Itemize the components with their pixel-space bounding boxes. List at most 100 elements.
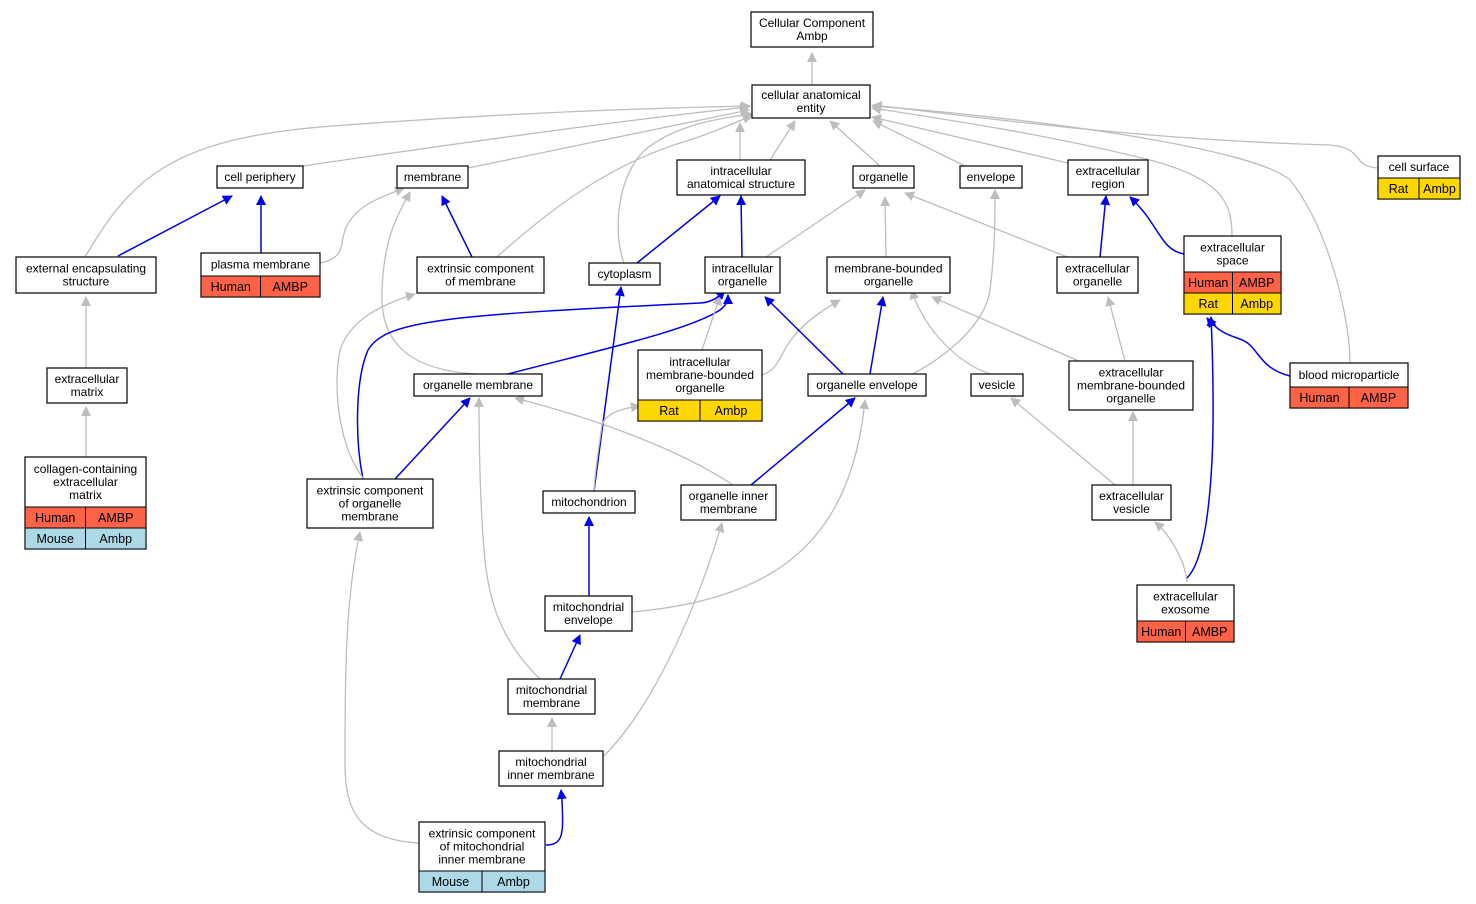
edge-gray-25: [381, 191, 479, 375]
gene-symbol: Ambp: [1423, 182, 1456, 196]
node-box: [544, 595, 633, 632]
node-label-line: mitochondrion: [551, 495, 626, 509]
node-box: [676, 159, 806, 196]
node-label-line: organelle: [718, 275, 768, 289]
edge-gray-53: [474, 397, 541, 680]
node-membrane[interactable]: membrane: [396, 165, 469, 189]
node-box: [680, 484, 777, 521]
species-name: Rat: [1389, 182, 1409, 196]
node-label-line: external encapsulating: [26, 262, 146, 276]
node-box: [46, 367, 128, 404]
edge-gray-16: [84, 101, 751, 258]
edge-gray-44: [336, 291, 416, 480]
node-organelle[interactable]: organelle: [852, 165, 915, 189]
edge-blue-9: [1129, 196, 1185, 255]
gene-symbol: AMBP: [1361, 391, 1396, 405]
gene-cell: [1232, 292, 1282, 315]
species-name: Human: [1141, 625, 1181, 639]
edge-gray-55: [588, 522, 725, 770]
node-label-line: cell surface: [1389, 160, 1450, 174]
node-box: [826, 256, 951, 294]
node-label-line: intracellular: [712, 262, 773, 276]
node-cell-periphery[interactable]: cell periphery: [216, 165, 304, 189]
node-label-line: extracellular: [53, 475, 118, 489]
node-label-line: membrane-bounded: [1077, 379, 1185, 393]
node-label-line: extracellular: [1200, 241, 1265, 255]
node-mitochondrion[interactable]: mitochondrion: [542, 490, 636, 514]
node-label-line: extracellular: [55, 372, 120, 386]
node-cytoplasm[interactable]: cytoplasm: [588, 262, 661, 286]
edge-gray-51: [631, 399, 870, 613]
node-label-line: extrinsic component: [429, 827, 536, 841]
node-label-line: mitochondrial: [553, 600, 624, 614]
node-label-line: anatomical structure: [687, 177, 795, 191]
node-box: [750, 11, 874, 48]
edge-gray-30: [701, 295, 722, 351]
node-org-membrane[interactable]: organelle membrane: [413, 373, 543, 397]
node-label-line: organelle: [859, 170, 909, 184]
edge-blue-29: [507, 294, 734, 375]
edge-blue-32: [764, 296, 844, 375]
node-label-line: membrane: [700, 502, 758, 516]
gene-cell: [1348, 386, 1409, 409]
species-name: Human: [35, 511, 75, 525]
node-box: [807, 373, 927, 397]
edge-blue-40: [1186, 316, 1217, 579]
node-label-line: Cellular Component: [759, 16, 866, 30]
node-box: [498, 750, 604, 787]
node-envelope[interactable]: envelope: [959, 165, 1023, 189]
edge-gray-1: [302, 102, 750, 167]
edge-gray-20: [871, 101, 1351, 364]
node-box: [588, 262, 661, 286]
edge-blue-46: [750, 397, 856, 486]
node-vesicle[interactable]: vesicle: [970, 373, 1024, 397]
node-box: [416, 256, 545, 294]
node-label-line: mitochondrial: [515, 755, 586, 769]
node-label-line: extracellular: [1099, 489, 1164, 503]
gene-cell: [481, 870, 546, 893]
gene-symbol: AMBP: [98, 511, 133, 525]
node-label-line: collagen-containing: [34, 462, 137, 476]
node-label-line: extracellular: [1099, 366, 1164, 380]
edge-blue-52: [559, 634, 581, 680]
gene-symbol: Ambp: [715, 404, 748, 418]
node-label-line: region: [1091, 177, 1124, 191]
edges-layer: [81, 52, 1378, 846]
node-collagen-ecm[interactable]: collagen-containingextracellularmatrixHu…: [24, 456, 147, 550]
edge-gray-2: [467, 107, 750, 169]
node-box: [396, 165, 469, 189]
edge-gray-21: [880, 196, 891, 258]
node-box: [852, 165, 915, 189]
gene-symbol: Ambp: [497, 875, 530, 889]
gene-cell: [699, 399, 763, 422]
species-name: Mouse: [36, 532, 74, 546]
node-org-envelope[interactable]: organelle envelope: [807, 373, 927, 397]
node-label-line: Ambp: [796, 29, 828, 43]
node-imbo[interactable]: intracellularmembrane-boundedorganelleRa…: [637, 349, 763, 422]
edge-gray-11: [769, 120, 796, 161]
node-label-line: inner membrane: [507, 768, 595, 782]
